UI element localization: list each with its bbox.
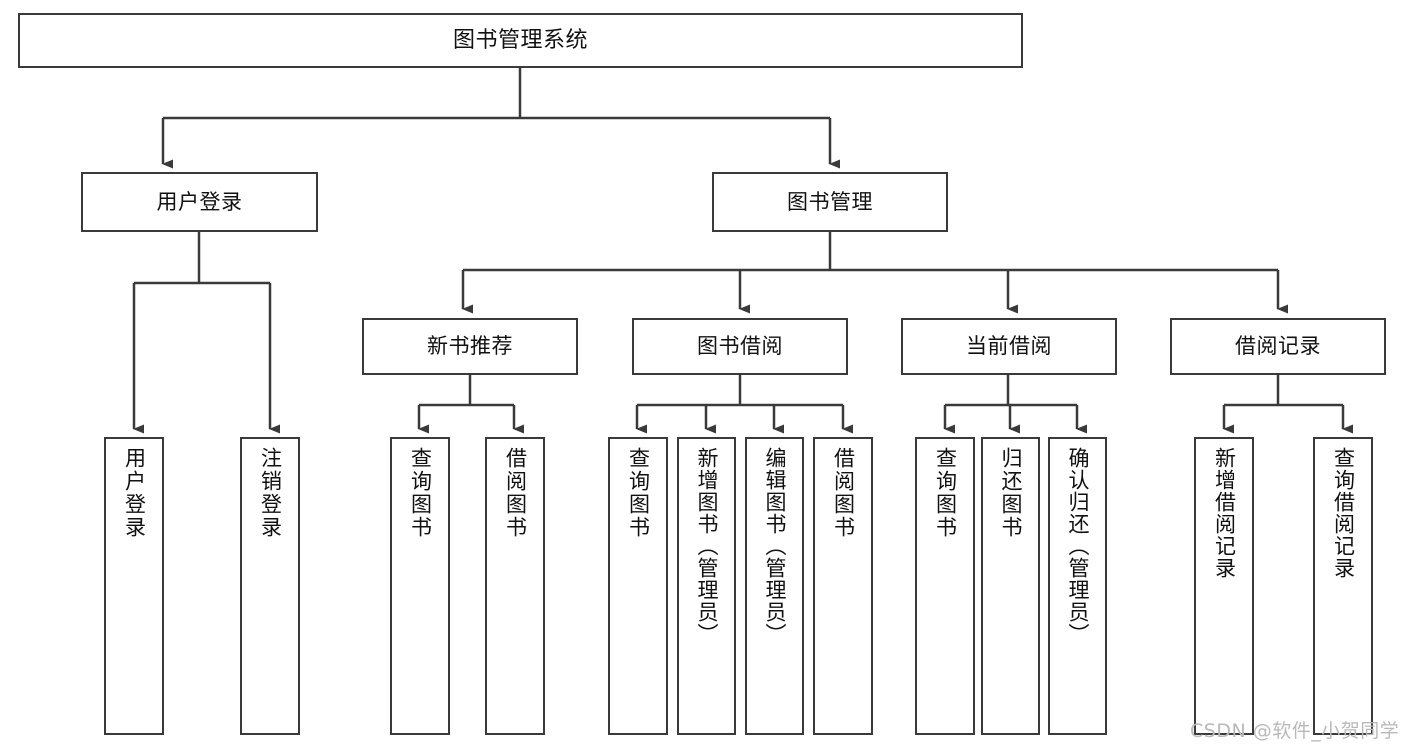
leaf-add-book-admin[interactable]: 新增图书（管理员） — [677, 437, 736, 735]
node-current-borrow[interactable]: 当前借阅 — [901, 318, 1117, 375]
node-label: 用户登录 — [122, 447, 147, 539]
leaf-query-book-current[interactable]: 查询图书 — [915, 437, 975, 735]
leaf-logout[interactable]: 注销登录 — [240, 437, 300, 735]
node-label: 借阅图书 — [503, 447, 528, 539]
node-label: 新增借阅记录 — [1212, 447, 1237, 579]
node-label: 图书管理 — [787, 189, 873, 214]
node-label: 新增图书（管理员） — [695, 447, 719, 645]
leaf-return-book[interactable]: 归还图书 — [981, 437, 1040, 735]
node-label: 借阅记录 — [1235, 334, 1321, 359]
node-borrow-record[interactable]: 借阅记录 — [1170, 318, 1386, 375]
leaf-borrow-book[interactable]: 借阅图书 — [813, 437, 873, 735]
node-root-book-management-system[interactable]: 图书管理系统 — [18, 13, 1023, 68]
leaf-query-borrow-record[interactable]: 查询借阅记录 — [1313, 437, 1373, 735]
node-label: 查询图书 — [933, 447, 958, 539]
leaf-edit-book-admin[interactable]: 编辑图书（管理员） — [745, 437, 804, 735]
node-label: 编辑图书（管理员） — [763, 447, 787, 645]
node-label: 图书管理系统 — [452, 27, 588, 53]
node-user-login[interactable]: 用户登录 — [81, 172, 318, 232]
node-book-management[interactable]: 图书管理 — [712, 172, 948, 232]
leaf-user-login[interactable]: 用户登录 — [104, 437, 164, 735]
node-label: 查询图书 — [626, 447, 651, 539]
node-new-book-recommend[interactable]: 新书推荐 — [362, 318, 578, 375]
leaf-confirm-return-admin[interactable]: 确认归还（管理员） — [1048, 437, 1107, 735]
node-label: 确认归还（管理员） — [1066, 447, 1090, 645]
leaf-query-book-borrow[interactable]: 查询图书 — [608, 437, 668, 735]
node-book-borrow[interactable]: 图书借阅 — [632, 318, 848, 375]
node-label: 图书借阅 — [697, 334, 783, 359]
leaf-borrow-book-recommend[interactable]: 借阅图书 — [485, 437, 545, 735]
node-label: 归还图书 — [999, 447, 1023, 539]
node-label: 借阅图书 — [831, 447, 856, 539]
node-label: 查询借阅记录 — [1331, 447, 1356, 579]
node-label: 用户登录 — [156, 189, 243, 214]
node-label: 注销登录 — [258, 447, 283, 539]
node-label: 查询图书 — [408, 447, 433, 539]
node-label: 新书推荐 — [427, 334, 513, 359]
leaf-add-borrow-record[interactable]: 新增借阅记录 — [1194, 437, 1254, 735]
node-label: 当前借阅 — [966, 334, 1052, 359]
leaf-query-book-recommend[interactable]: 查询图书 — [390, 437, 450, 735]
